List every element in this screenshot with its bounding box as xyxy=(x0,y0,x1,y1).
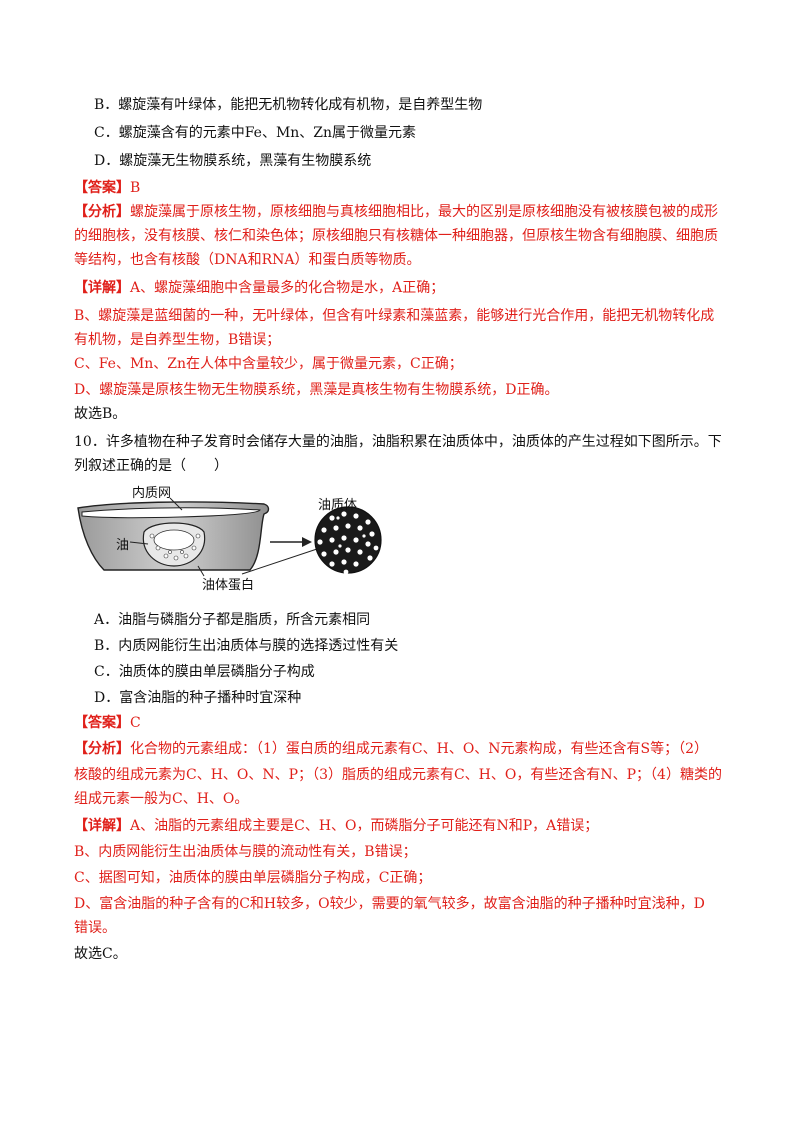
q10-option-b: B．内质网能衍生出油质体与膜的选择透过性有关 xyxy=(94,638,399,654)
q10-detail-line-2: B、内质网能衍生出油质体与膜的流动性有关，B错误； xyxy=(74,844,417,860)
label-oil: 油 xyxy=(116,538,130,553)
q10-option-c: C．油质体的膜由单层磷脂分子构成 xyxy=(94,664,315,680)
q9-analysis-line-3: 等结构，也含有核酸（DNA和RNA）和蛋白质等物质。 xyxy=(74,252,421,268)
oleosome xyxy=(314,506,382,574)
q9-conclusion: 故选B。 xyxy=(74,406,127,422)
q10-stem-line-1: 10．许多植物在种子发育时会储存大量的油脂，油脂积累在油质体中，油质体的产生过程… xyxy=(74,434,722,450)
q9-detail-line-2: B、螺旋藻是蓝细菌的一种，无叶绿体，但含有叶绿素和藻蓝素，能够进行光合作用，能把… xyxy=(74,308,715,324)
q10-answer: 【答案】C xyxy=(74,714,734,732)
analysis-tag: 【分析】 xyxy=(74,741,130,757)
oil-pointer xyxy=(129,541,149,545)
q10-stem-line-2: 列叙述正确的是（ ） xyxy=(74,458,228,474)
oil-core xyxy=(153,529,195,551)
q10-option-d: D．富含油脂的种子播种时宜深种 xyxy=(94,690,302,706)
q10-detail-line-1: 【详解】A、油脂的元素组成主要是C、H、O，而磷脂分子可能还有N和P，A错误； xyxy=(74,817,734,835)
answer-value: B xyxy=(130,180,141,196)
detail-text: A、油脂的元素组成主要是C、H、O，而磷脂分子可能还有N和P，A错误； xyxy=(130,818,599,834)
q9-option-c: C．螺旋藻含有的元素中Fe、Mn、Zn属于微量元素 xyxy=(94,125,417,141)
q9-detail-line-4: C、Fe、Mn、Zn在人体中含量较少，属于微量元素，C正确； xyxy=(74,356,463,372)
q10-analysis-line-3: 组成元素一般为C、H、O。 xyxy=(74,791,249,807)
protein-pointer xyxy=(197,565,205,577)
q9-analysis-line-1: 【分析】螺旋藻属于原核生物，原核细胞与真核细胞相比，最大的区别是原核细胞没有被核… xyxy=(74,203,734,221)
detail-tag: 【详解】 xyxy=(74,280,130,296)
q9-analysis-line-2: 的细胞核，没有核膜、核仁和染色体；原核细胞只有核糖体一种细胞器，但原核生物含有细… xyxy=(74,228,718,244)
oil-body-proteins xyxy=(149,533,201,561)
q9-answer: 【答案】B xyxy=(74,179,734,197)
detail-tag: 【详解】 xyxy=(74,818,130,834)
q9-detail-line-3: 有机物，是自养型生物，B错误； xyxy=(74,332,281,348)
q9-detail-line-1: 【详解】A、螺旋藻细胞中含量最多的化合物是水，A正确； xyxy=(74,279,734,297)
analysis-text: 螺旋藻属于原核生物，原核细胞与真核细胞相比，最大的区别是原核细胞没有被核膜包被的… xyxy=(130,204,718,220)
q9-detail-line-5: D、螺旋藻是原核生物无生物膜系统，黑藻是真核生物有生物膜系统，D正确。 xyxy=(74,382,559,398)
q10-conclusion: 故选C。 xyxy=(74,946,127,962)
oleosome-diagram-svg xyxy=(77,497,382,577)
label-er: 内质网 xyxy=(132,486,172,501)
q10-option-a: A．油脂与磷脂分子都是脂质，所含元素相同 xyxy=(94,612,371,628)
oleosome-diagram: 内质网 油 油体蛋白 油质体 xyxy=(74,486,404,594)
q9-option-b: B．螺旋藻有叶绿体，能把无机物转化成有机物，是自养型生物 xyxy=(94,97,483,113)
detail-text: A、螺旋藻细胞中含量最多的化合物是水，A正确； xyxy=(130,280,445,296)
label-oil-protein: 油体蛋白 xyxy=(202,578,255,593)
oleosome-dots xyxy=(317,511,379,575)
protein-pointer-2 xyxy=(241,547,321,575)
q10-detail-line-4: D、富含油脂的种子含有的C和H较多，O较少，需要的氧气较多，故富含油脂的种子播种… xyxy=(74,896,705,912)
er-pointer xyxy=(169,497,183,511)
q10-detail-line-5: 错误。 xyxy=(74,920,116,936)
er-lumen xyxy=(81,507,261,519)
q10-analysis-line-2: 核酸的组成元素为C、H、O、N、P；（3）脂质的组成元素有C、H、O，有些还含有… xyxy=(74,767,722,783)
q10-analysis-line-1: 【分析】化合物的元素组成：（1）蛋白质的组成元素有C、H、O、N元素构成，有些还… xyxy=(74,740,734,758)
answer-value: C xyxy=(130,715,141,731)
answer-tag: 【答案】 xyxy=(74,180,130,196)
answer-tag: 【答案】 xyxy=(74,715,130,731)
q9-option-d: D．螺旋藻无生物膜系统，黑藻有生物膜系统 xyxy=(94,153,372,169)
analysis-tag: 【分析】 xyxy=(74,204,130,220)
analysis-text: 化合物的元素组成：（1）蛋白质的组成元素有C、H、O、N元素构成，有些还含有S等… xyxy=(130,741,709,757)
q10-detail-line-3: C、据图可知，油质体的膜由单层磷脂分子构成，C正确； xyxy=(74,870,432,886)
label-oleosome: 油质体 xyxy=(318,498,358,513)
arrow-head xyxy=(302,537,312,547)
